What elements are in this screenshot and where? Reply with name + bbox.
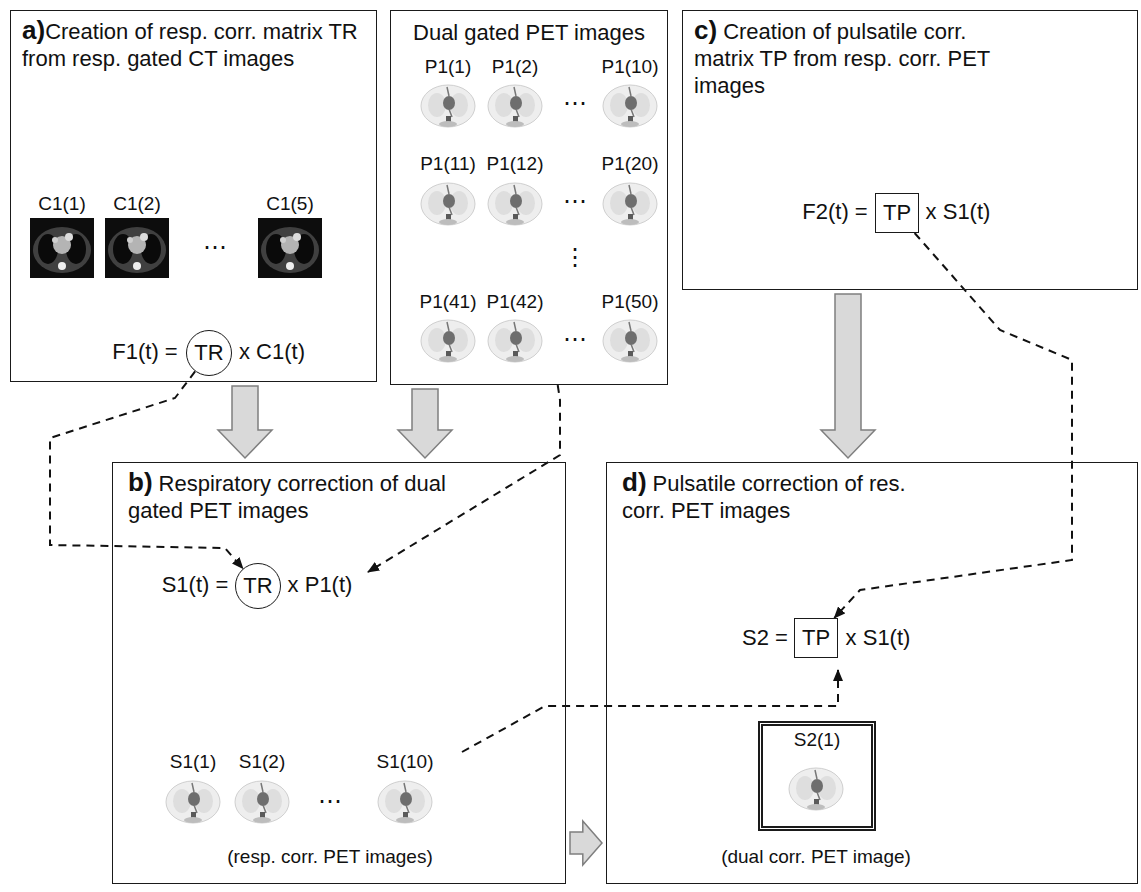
- box-heading: Creation of pulsatile corr. matrix TP fr…: [694, 19, 990, 98]
- label: P1(41): [419, 290, 476, 313]
- dashed-arrow: [834, 233, 1072, 618]
- pet-image: [418, 314, 478, 366]
- matrix-symbol: TR: [194, 340, 223, 366]
- matrix-square: TP: [875, 193, 919, 233]
- matrix-symbol: TP: [883, 200, 911, 226]
- label: (dual corr. PET image): [721, 845, 911, 868]
- step-letter: a): [22, 15, 45, 45]
- label: P1(1): [425, 55, 471, 78]
- pet-image: [163, 775, 223, 827]
- pet-image: [375, 775, 435, 827]
- label: C1(5): [266, 192, 314, 215]
- label: C1(1): [38, 192, 86, 215]
- step-letter: c): [694, 15, 717, 45]
- ct-image: [105, 218, 169, 278]
- step-letter: d): [622, 467, 647, 497]
- label: S2 =: [742, 625, 788, 651]
- pet-image: [600, 314, 660, 366]
- result-box: S2(1): [758, 721, 876, 831]
- matrix-square: TP: [794, 618, 838, 658]
- label: x C1(t): [239, 339, 305, 365]
- label: P1(50): [601, 290, 658, 313]
- heading: Dual gated PET images: [391, 19, 667, 46]
- heading: a)Creation of resp. corr. matrix TR from…: [22, 17, 362, 72]
- box-heading: Respiratory correction of dual gated PET…: [128, 471, 446, 523]
- matrix-circle: TR: [235, 563, 281, 609]
- label: P1(20): [601, 152, 658, 175]
- dashed-arrow: [462, 670, 838, 752]
- ct-image: [258, 218, 322, 278]
- label: ⋮: [563, 244, 587, 270]
- label: P1(2): [492, 55, 538, 78]
- ct-image: [30, 218, 94, 278]
- box-heading: Creation of resp. corr. matrix TR from r…: [22, 19, 358, 71]
- pet-image: [600, 177, 660, 229]
- label: F1(t) =: [112, 339, 177, 365]
- block-arrow: [398, 389, 452, 458]
- pet-image: [485, 314, 545, 366]
- image-label: S2(1): [763, 726, 871, 751]
- process-box: b)Respiratory correction of dual gated P…: [112, 462, 566, 884]
- process-box: d)Pulsatile correction of res. corr. PET…: [606, 462, 1138, 884]
- pet-image: [786, 762, 846, 814]
- label: S1(2): [239, 750, 285, 773]
- label: ⋯: [563, 188, 587, 214]
- label: F2(t) =: [802, 199, 867, 225]
- pet-image: [232, 775, 292, 827]
- box-heading: Dual gated PET images: [413, 20, 645, 45]
- matrix-circle: TR: [186, 330, 232, 376]
- label: x S1(t): [926, 199, 991, 225]
- matrix-symbol: TP: [802, 625, 830, 651]
- pet-image: [485, 79, 545, 131]
- label: x P1(t): [288, 572, 353, 598]
- label: S1(10): [376, 750, 433, 773]
- heading: b)Respiratory correction of dual gated P…: [128, 469, 458, 524]
- label: x S1(t): [846, 625, 911, 651]
- process-box: c)Creation of pulsatile corr. matrix TP …: [682, 10, 1138, 290]
- matrix-symbol: TR: [243, 573, 272, 599]
- label: P1(11): [420, 152, 476, 175]
- heading: d)Pulsatile correction of res. corr. PET…: [622, 469, 922, 524]
- block-arrow: [570, 821, 602, 865]
- label: (resp. corr. PET images): [227, 845, 433, 868]
- label: ⋯: [563, 90, 587, 116]
- pet-image: [418, 79, 478, 131]
- pet-image: [418, 177, 478, 229]
- dashed-arrow: [50, 371, 243, 568]
- heading: c)Creation of pulsatile corr. matrix TP …: [694, 17, 1014, 99]
- label: ⋯: [563, 326, 587, 352]
- box-heading: Pulsatile correction of res. corr. PET i…: [622, 471, 906, 523]
- label: ⋯: [203, 234, 227, 260]
- label: C1(2): [113, 192, 161, 215]
- label: S1(t) =: [162, 572, 229, 598]
- label: ⋯: [318, 788, 342, 814]
- pet-image: [600, 79, 660, 131]
- label: P1(10): [601, 55, 658, 78]
- label: S1(1): [170, 750, 216, 773]
- step-letter: b): [128, 467, 153, 497]
- block-arrow: [218, 386, 272, 458]
- label: P1(42): [486, 290, 543, 313]
- block-arrow: [821, 294, 875, 458]
- label: P1(12): [486, 152, 543, 175]
- pet-image: [485, 177, 545, 229]
